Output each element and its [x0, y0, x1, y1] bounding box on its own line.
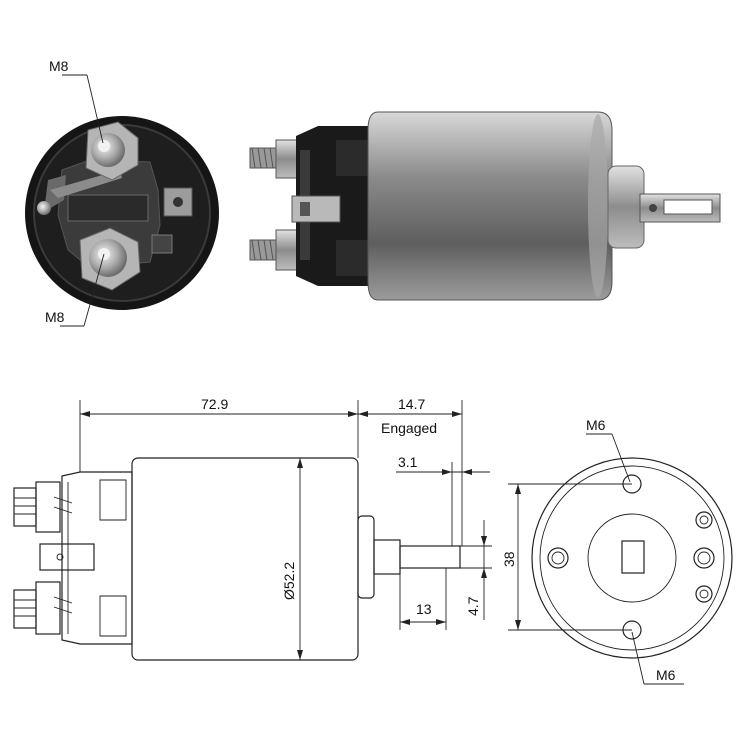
svg-text:Engaged: Engaged [381, 420, 437, 436]
svg-text:72.9: 72.9 [201, 396, 228, 412]
dim-hole-spacing: 38 [501, 483, 632, 631]
svg-text:14.7: 14.7 [398, 396, 425, 412]
label-m6-top: M6 [586, 417, 606, 433]
svg-text:4.7: 4.7 [465, 596, 481, 616]
drawing-cap [61, 471, 133, 645]
drawing-lower-stud [13, 589, 37, 629]
side-view-photo [249, 111, 721, 301]
dim-plunger-travel: 14.7 Engaged [358, 396, 463, 546]
dim-plunger-length: 13 [399, 568, 447, 630]
drawing-end-circle [531, 457, 733, 659]
drawing-plunger-blade [399, 545, 461, 569]
label-m6-bottom: M6 [656, 667, 676, 683]
dim-body-diameter: Ø52.2 [281, 458, 303, 660]
dim-overall-length: 72.9 [79, 396, 359, 472]
spade-terminal-side [291, 195, 341, 223]
label-m8-upper: M8 [49, 58, 69, 74]
end-view-photo [25, 116, 219, 310]
dim-slot-depth: 3.1 [396, 454, 490, 546]
drawing-can [131, 457, 359, 661]
small-screw-icon [37, 201, 51, 215]
plunger-collar [607, 165, 645, 249]
dim-slot-width: 4.7 [460, 520, 492, 620]
spade-terminal [163, 187, 193, 217]
solenoid-can [367, 111, 613, 301]
center-slot [621, 540, 645, 574]
svg-text:38: 38 [501, 551, 517, 567]
drawing-plunger-collar [357, 515, 375, 599]
svg-text:3.1: 3.1 [398, 454, 418, 470]
drawing-spade [39, 543, 95, 571]
side-drawing [13, 457, 461, 661]
svg-text:13: 13 [416, 601, 432, 617]
label-m8-lower: M8 [45, 309, 65, 325]
front-drawing [531, 457, 733, 659]
svg-text:Ø52.2: Ø52.2 [281, 562, 297, 600]
drawing-upper-stud [13, 487, 37, 527]
center-boss [587, 513, 677, 603]
